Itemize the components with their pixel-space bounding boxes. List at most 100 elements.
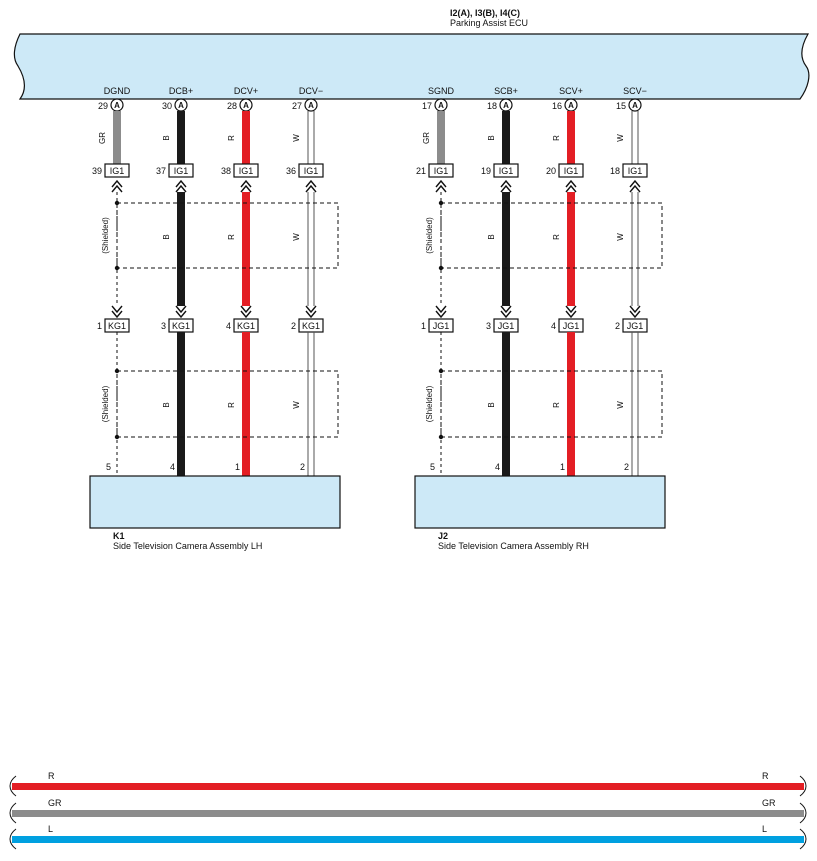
device-pin-number: 1 — [235, 462, 240, 472]
inline-connector-label: KG1 — [172, 321, 190, 331]
inline-connector-bottom — [298, 318, 324, 333]
inline-pin-number: 3 — [161, 321, 166, 331]
signal-label: DCB+ — [169, 86, 193, 96]
ecu-pin-number: 29 — [98, 101, 108, 111]
connector-chevron — [565, 179, 577, 193]
ecu-pin-number: 30 — [162, 101, 172, 111]
inline-connector-top — [622, 163, 648, 178]
inline-pin-number: 20 — [546, 166, 556, 176]
shield-junction-dot — [438, 434, 444, 440]
ecu-ref-label: I2(A), I3(B), I4(C) — [450, 8, 520, 18]
inline-connector-label: JG1 — [498, 321, 515, 331]
device-pin-number: 5 — [430, 462, 435, 472]
inline-pin-number: 21 — [416, 166, 426, 176]
wire-color-code: B — [487, 234, 496, 239]
legend-code-left: L — [48, 824, 53, 834]
connector-chevron — [111, 179, 123, 193]
shield-junction-dot — [114, 200, 120, 206]
device-block — [414, 475, 666, 529]
inline-pin-number: 39 — [92, 166, 102, 176]
shielded-label: (Shielded) — [101, 385, 110, 422]
wire-color-code: W — [616, 401, 625, 409]
wire-color-code: B — [487, 402, 496, 407]
signal-label: SCV+ — [559, 86, 583, 96]
ecu-pin-connector — [304, 98, 318, 112]
inline-pin-number: 18 — [610, 166, 620, 176]
inline-pin-number: 2 — [291, 321, 296, 331]
inline-connector-top — [298, 163, 324, 178]
inline-connector-top — [428, 163, 454, 178]
connector-chevron — [435, 179, 447, 193]
ecu-connector-letter: A — [438, 101, 444, 110]
ecu-connector-letter: A — [503, 101, 509, 110]
device-ref-label: J2 — [438, 531, 448, 541]
signal-label: DCV+ — [234, 86, 258, 96]
shield-junction-dot — [438, 368, 444, 374]
connector-chevron — [240, 305, 252, 319]
wire-color-code: R — [552, 402, 561, 408]
wire-color-code: R — [552, 234, 561, 240]
connector-chevron — [111, 305, 123, 319]
device-pin-number: 4 — [170, 462, 175, 472]
device-pin-number: 2 — [624, 462, 629, 472]
inline-pin-number: 3 — [486, 321, 491, 331]
legend-code-right: R — [762, 771, 769, 781]
wire-color-code: W — [616, 233, 625, 241]
wire-color-code: GR — [98, 132, 107, 144]
legend-code-left: R — [48, 771, 55, 781]
signal-label: DGND — [104, 86, 131, 96]
legend-code-right: L — [762, 824, 767, 834]
ecu-connector-letter: A — [114, 101, 120, 110]
signal-label: SGND — [428, 86, 455, 96]
inline-connector-top — [104, 163, 130, 178]
ecu-pin-number: 18 — [487, 101, 497, 111]
device-name-label: Side Television Camera Assembly LH — [113, 541, 262, 551]
connector-chevron — [305, 305, 317, 319]
ecu-connector-letter: A — [243, 101, 249, 110]
ecu-pin-number: 28 — [227, 101, 237, 111]
legend-bar-R — [12, 783, 804, 790]
connector-chevron — [629, 179, 641, 193]
wire-color-code: B — [162, 234, 171, 239]
device-ref-label: K1 — [113, 531, 125, 541]
shielded-label: (Shielded) — [425, 217, 434, 254]
wire-group-rh: SGND17AGRIG121JG115SGNDSCB+18ABIG119BJG1… — [414, 86, 666, 551]
wire-color-code: B — [487, 135, 496, 140]
inline-connector-label: IG1 — [434, 166, 449, 176]
legend-break-mark — [9, 828, 17, 850]
legend-break-mark — [799, 828, 807, 850]
inline-connector-label: IG1 — [304, 166, 319, 176]
shield-junction-dot — [114, 265, 120, 271]
ecu-pin-number: 27 — [292, 101, 302, 111]
shield-box — [440, 202, 663, 269]
wire-color-code: R — [552, 135, 561, 141]
inline-connector-top — [168, 163, 194, 178]
wire-color-code: R — [227, 135, 236, 141]
connector-chevron — [500, 305, 512, 319]
legend-bar-L — [12, 836, 804, 843]
legend-break-mark — [9, 775, 17, 797]
inline-connector-label: KG1 — [108, 321, 126, 331]
legend-code-right: GR — [762, 798, 776, 808]
inline-connector-label: IG1 — [110, 166, 125, 176]
connector-chevron — [240, 179, 252, 193]
shield-junction-dot — [438, 200, 444, 206]
device-pin-number: 4 — [495, 462, 500, 472]
connector-chevron — [175, 179, 187, 193]
connector-chevron — [175, 305, 187, 319]
inline-pin-number: 37 — [156, 166, 166, 176]
wire-color-code: W — [292, 401, 301, 409]
inline-connector-label: IG1 — [628, 166, 643, 176]
device-pin-number: 1 — [560, 462, 565, 472]
inline-connector-label: JG1 — [627, 321, 644, 331]
inline-connector-bottom — [622, 318, 648, 333]
ecu-connector-letter: A — [178, 101, 184, 110]
legend-code-left: GR — [48, 798, 62, 808]
inline-pin-number: 1 — [421, 321, 426, 331]
ecu-pin-number: 17 — [422, 101, 432, 111]
inline-connector-label: IG1 — [239, 166, 254, 176]
wire-color-code: R — [227, 402, 236, 408]
shielded-label: (Shielded) — [425, 385, 434, 422]
inline-connector-label: KG1 — [237, 321, 255, 331]
signal-label: SCV− — [623, 86, 647, 96]
